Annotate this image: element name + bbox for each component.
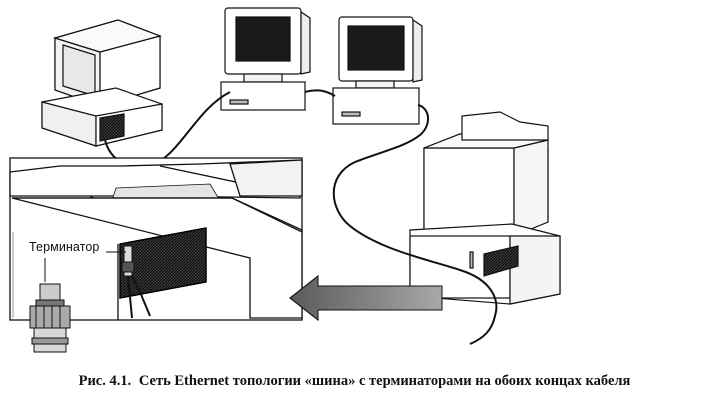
monitor-icon xyxy=(224,7,311,83)
monitor-icon xyxy=(423,111,549,237)
terminator-label: Терминатор xyxy=(29,240,100,254)
bus-topology-illustration xyxy=(9,7,561,353)
network-card-icon xyxy=(483,245,519,277)
computer-4 xyxy=(409,111,561,305)
arrow-icon xyxy=(289,274,443,322)
bnc-terminator-icon xyxy=(29,283,71,353)
figure-caption: Рис. 4.1. Сеть Ethernet топологии «шина»… xyxy=(0,373,713,390)
computer-1 xyxy=(41,19,163,147)
system-unit-icon xyxy=(332,87,420,125)
detail-frame xyxy=(9,157,303,321)
monitor-icon xyxy=(338,16,423,89)
network-card-icon xyxy=(99,113,125,142)
bnc-terminator-attached xyxy=(121,245,151,319)
system-unit-icon xyxy=(220,81,306,111)
computer-2 xyxy=(220,7,311,111)
monitor-icon xyxy=(52,19,162,107)
figure-caption-text: Сеть Ethernet топологии «шина» с термина… xyxy=(138,373,631,389)
system-unit-icon xyxy=(41,87,163,147)
system-unit-icon xyxy=(409,223,561,305)
figure-number: Рис. 4.1. xyxy=(78,373,132,389)
computer-3 xyxy=(332,16,423,125)
